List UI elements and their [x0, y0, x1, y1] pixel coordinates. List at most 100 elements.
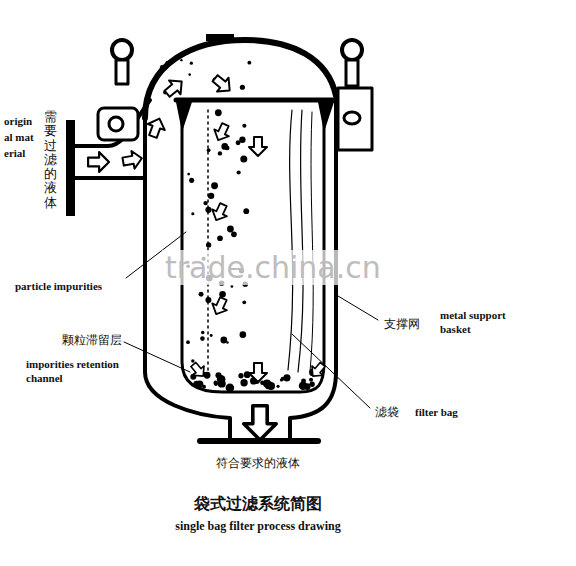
- particle-dot: [204, 372, 211, 379]
- particle-dot: [301, 378, 306, 383]
- flow-arrow: [211, 121, 233, 143]
- flow-arrow: [209, 201, 231, 223]
- particle-dot: [187, 173, 190, 176]
- particle-dot: [199, 292, 204, 297]
- particle-dot: [208, 193, 214, 199]
- particle-dot: [240, 331, 247, 338]
- flow-arrow: [249, 137, 267, 156]
- particle-dot: [180, 59, 182, 61]
- part-label: particle impurities: [15, 280, 102, 294]
- vessel-dome: [145, 40, 336, 118]
- particle-dot: [226, 341, 229, 344]
- particle-dot: [217, 375, 226, 384]
- vent-port: [206, 34, 234, 41]
- particle-dot: [200, 336, 205, 341]
- flow-arrow: [244, 406, 276, 440]
- inlet-pipe-top: [75, 100, 150, 146]
- eyebolt-ring: [112, 40, 132, 60]
- particle-dot: [283, 374, 290, 381]
- watermark: trade.china.cn: [162, 250, 384, 285]
- particle-dot: [265, 385, 269, 389]
- filter-bag: [310, 112, 313, 372]
- bag-collar: [318, 102, 334, 132]
- particle-dot: [165, 61, 168, 64]
- part-label-zh: 支撑网: [384, 317, 420, 331]
- flow-arrow: [144, 116, 167, 140]
- particle-dot: [218, 151, 222, 155]
- inlet-pipe-bottom: [75, 176, 145, 180]
- particle-dot: [231, 285, 234, 288]
- flow-arrow: [188, 360, 209, 381]
- particle-dot: [227, 226, 234, 233]
- particle-dot: [226, 383, 235, 392]
- flow-arrow: [161, 75, 187, 101]
- particle-dot: [240, 379, 247, 386]
- bag-collar: [176, 102, 192, 132]
- particle-dot: [217, 235, 223, 241]
- clamp-block: [338, 88, 372, 150]
- particle-dot: [304, 383, 311, 390]
- vessel-left-wall: [143, 118, 147, 372]
- particle-dot: [240, 85, 245, 90]
- particle-dot: [242, 300, 246, 304]
- leader-line: [292, 334, 370, 408]
- flow-arrow: [209, 295, 231, 317]
- diagram-title: 袋式过滤系统简图: [194, 494, 322, 513]
- diagram-caption: single bag filter process drawing: [175, 519, 341, 534]
- filter-bag: [298, 110, 303, 372]
- particle-dot: [186, 340, 190, 344]
- eyebolt-ring: [342, 40, 362, 60]
- flow-arrow: [122, 149, 144, 170]
- eyebolt-stem: [116, 60, 128, 84]
- particle-dot: [205, 297, 211, 303]
- particle-dot: [190, 62, 193, 65]
- part-label: imporities retention channel: [26, 358, 144, 386]
- flow-arrow: [88, 152, 109, 172]
- leader-line: [338, 296, 378, 320]
- particle-dot: [309, 378, 313, 382]
- filter-bag: [288, 110, 293, 370]
- particle-dot: [205, 207, 211, 213]
- particle-dot: [231, 231, 237, 237]
- particle-dot: [221, 143, 228, 150]
- particle-dot: [276, 385, 279, 388]
- inlet-flange: [66, 120, 75, 216]
- particle-dot: [243, 208, 249, 214]
- part-label-zh: 颗粒滞留层: [62, 333, 122, 347]
- particle-dot: [191, 212, 194, 215]
- particle-dot: [238, 373, 243, 378]
- hinge-block: [98, 108, 138, 140]
- particle-dot: [237, 170, 241, 174]
- part-label: metal support basket: [440, 309, 536, 337]
- particle-dot: [211, 182, 218, 189]
- leader-line: [124, 342, 190, 372]
- inlet-label: original material: [4, 114, 36, 162]
- eyebolt-stem: [346, 60, 358, 86]
- flow-arrow: [249, 363, 267, 382]
- particle-dot: [239, 137, 245, 143]
- particle-dot: [189, 178, 194, 183]
- vessel-bottom-right: [290, 372, 336, 440]
- particle-dot: [206, 242, 211, 247]
- lid-rim: [176, 98, 336, 103]
- particle-dot: [242, 124, 246, 128]
- particle-dot: [203, 201, 207, 205]
- particle-dot: [188, 73, 191, 76]
- support-basket: [182, 104, 324, 392]
- particle-dot: [160, 65, 165, 70]
- outlet-label-zh: 符合要求的液体: [216, 456, 300, 470]
- clamp-bolt: [344, 112, 360, 124]
- particle-dot: [247, 61, 251, 65]
- flow-arrow: [209, 71, 235, 97]
- particle-dot: [210, 334, 213, 337]
- particle-dot: [240, 156, 247, 163]
- particle-dot: [215, 109, 222, 116]
- flow-arrow: [307, 360, 328, 381]
- part-label: filter bag: [415, 406, 458, 420]
- inlet-label-zh: 需要过滤的液体: [44, 110, 57, 210]
- part-label-zh: 滤袋: [375, 405, 399, 419]
- particle-dot: [207, 148, 211, 152]
- particle-dot: [191, 359, 194, 362]
- particle-dot: [201, 331, 205, 335]
